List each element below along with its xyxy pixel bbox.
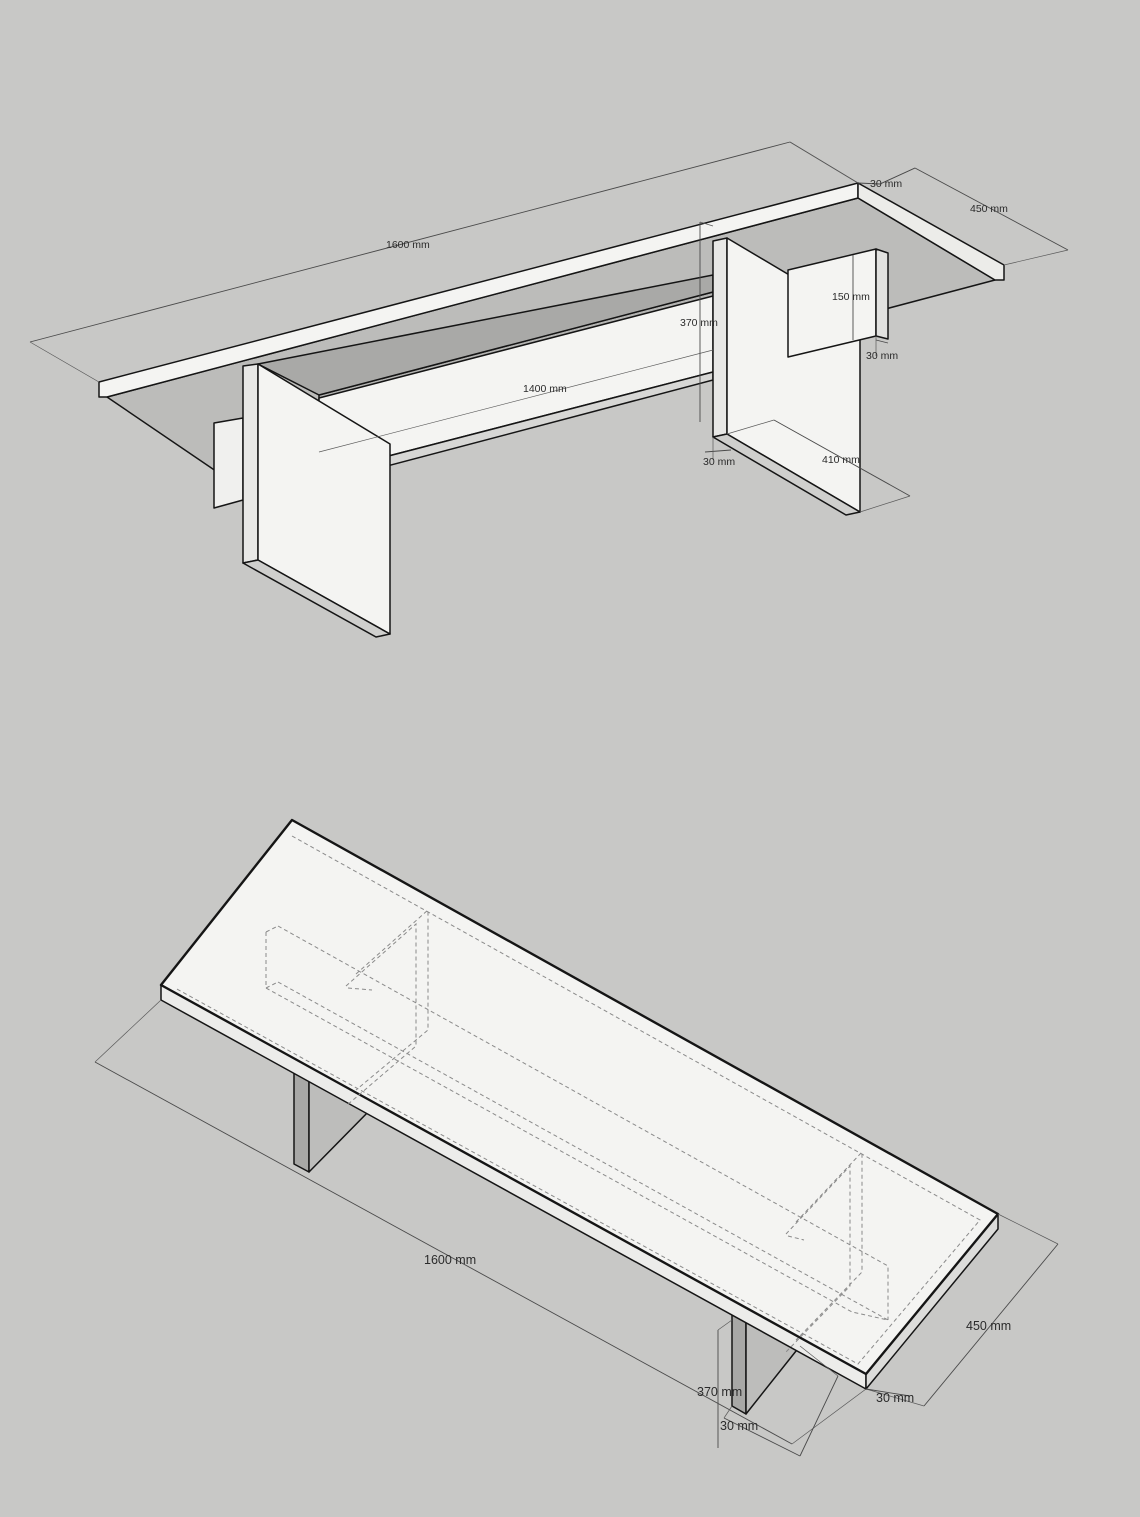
dim-top-length: 1600 mm	[386, 239, 430, 251]
dim-top-leg-thickness: 30 mm	[703, 456, 735, 468]
dim-bottom-depth: 450 mm	[966, 1319, 1011, 1333]
leg-right-face	[712, 237, 728, 438]
tabletop-right-edge	[857, 182, 1005, 281]
dim-bottom-leg-thickness: 30 mm	[720, 1419, 758, 1433]
dim-top-leg-width: 410 mm	[822, 454, 860, 466]
dim-top-beam-thickness: 30 mm	[866, 350, 898, 362]
dim-top-depth: 450 mm	[970, 203, 1008, 215]
dim-top-beam-length: 1400 mm	[523, 383, 567, 395]
beam-end-left	[213, 417, 244, 509]
tabletop-front-edge	[98, 182, 859, 398]
dim-bottom-top-thickness: 30 mm	[876, 1391, 914, 1405]
dim-top-thickness: 30 mm	[870, 178, 902, 190]
leg-left-face	[242, 363, 259, 564]
dim-top-leg-height: 370 mm	[680, 317, 718, 329]
leg-left-side	[293, 1065, 310, 1173]
view-bottom-isometric: 1600 mm 450 mm 30 mm 370 mm 30 mm	[94, 818, 1059, 1457]
dim-bottom-length: 1600 mm	[424, 1253, 476, 1267]
dim-top-beam-height: 150 mm	[832, 291, 870, 303]
dim-bottom-leg-height: 370 mm	[697, 1385, 742, 1399]
leg-left-bottom	[242, 559, 391, 638]
hidden-structure	[174, 835, 981, 1365]
tabletop-surface	[159, 818, 1000, 1376]
beam-end-right-side	[875, 248, 889, 340]
view-top-isometric: 1600 mm 450 mm 30 mm 1400 mm 370 mm 150 …	[29, 141, 1069, 638]
